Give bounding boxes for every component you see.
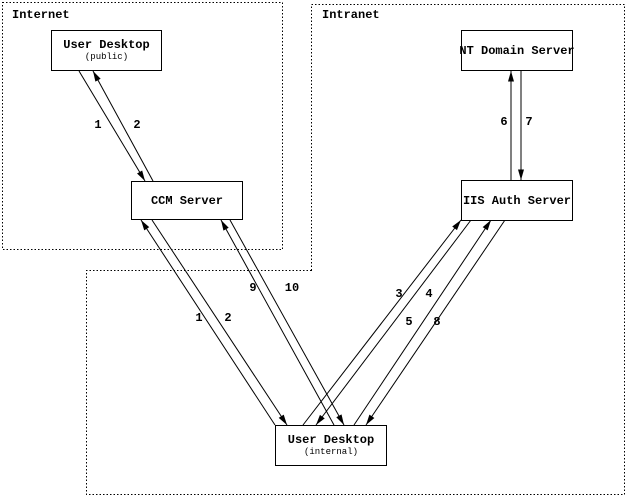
edge-internal-desktop-to-ccm-9 [220,219,335,426]
intranet-and-internal-zone-border [86,4,625,495]
internet-zone-border [2,2,283,250]
node-user-desktop-public: User Desktop (public) [51,30,162,71]
edge-label-nt-6: 6 [500,115,508,129]
node-nt-domain-server: NT Domain Server [459,30,575,71]
edge-internal-desktop-to-iis-5 [353,219,492,426]
edge-internal-desktop-to-ccm-1 [140,219,276,426]
edge-iis-to-internal-desktop-4 [315,219,472,426]
edge-internal-desktop-to-iis-3 [302,219,462,426]
edge-label-public-2: 2 [133,118,141,132]
edge-label-internal-10: 10 [284,281,300,295]
edge-label-iis-5: 5 [405,315,413,329]
node-user-desktop-internal: User Desktop (internal) [275,425,387,466]
edge-ccm-to-internal-desktop-10 [229,219,345,426]
node-nt-domain-server-title: NT Domain Server [459,43,575,58]
edge-label-internal-9: 9 [249,281,257,295]
edge-ccm-to-public-desktop-2 [92,70,154,182]
edge-label-iis-4: 4 [425,287,433,301]
node-iis-auth-server-title: IIS Auth Server [462,193,572,208]
edge-iis-to-internal-desktop-8 [365,219,506,426]
edge-label-internal-2: 2 [224,311,232,325]
node-user-desktop-internal-subtitle: (internal) [303,447,358,457]
intranet-zone-label: Intranet [322,8,380,22]
node-ccm-server-title: CCM Server [150,193,223,208]
edge-label-internal-1: 1 [195,311,203,325]
node-ccm-server: CCM Server [131,181,243,220]
edge-label-public-1: 1 [94,118,102,132]
edge-public-desktop-to-ccm-1 [78,70,146,182]
internet-zone-label: Internet [12,8,70,22]
edge-label-iis-8: 8 [433,315,441,329]
node-user-desktop-public-title: User Desktop [63,38,150,52]
edge-label-nt-7: 7 [525,115,533,129]
node-user-desktop-public-subtitle: (public) [84,52,129,62]
node-user-desktop-internal-title: User Desktop [287,433,375,447]
edge-ccm-to-internal-desktop-2 [151,219,288,426]
node-iis-auth-server: IIS Auth Server [461,180,573,221]
edge-label-iis-3: 3 [395,287,403,301]
